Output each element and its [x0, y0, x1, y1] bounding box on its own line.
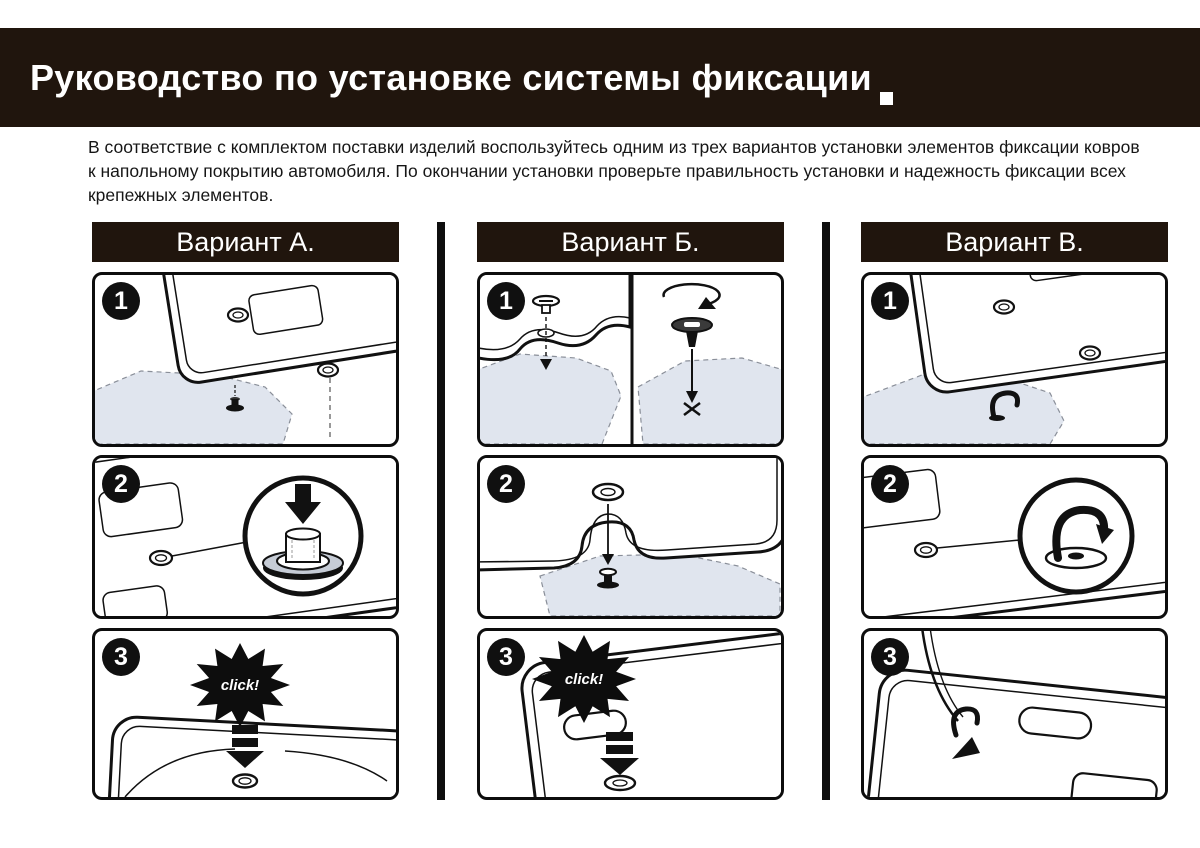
step-badge: 2: [871, 465, 909, 503]
variant-b-step3-panel: 3 click!: [477, 628, 784, 800]
illustration-c2: [864, 458, 1165, 616]
illustration-b3: [520, 631, 781, 797]
illustration-c3: [864, 631, 1165, 797]
floor-mat: [156, 275, 396, 384]
title-period-mark: [879, 92, 893, 105]
floor-mat: [520, 631, 781, 797]
leader-line: [171, 541, 248, 557]
leader-line: [936, 539, 1021, 549]
screw-fastener: [671, 317, 713, 347]
mat-rib-line: [284, 750, 388, 782]
press-down-arrows: [600, 732, 639, 775]
column-divider: [437, 222, 445, 800]
fastener-cross-section: [262, 527, 344, 580]
illustration-b1: [480, 275, 781, 444]
variant-b-step2-panel: 2: [477, 455, 784, 619]
fastener-pin: [531, 294, 561, 314]
title-bar: Руководство по установке системы фиксаци…: [0, 28, 1200, 127]
variant-a-header: Вариант А.: [92, 222, 399, 262]
variant-a-step1-panel: 1: [92, 272, 399, 447]
illustration-b2: [480, 458, 781, 616]
variant-a-step3-panel: 3 click!: [92, 628, 399, 800]
page-title: Руководство по установке системы фиксаци…: [30, 56, 872, 98]
click-label: click!: [220, 676, 260, 694]
hook-arrowhead: [952, 737, 980, 759]
down-arrowhead: [540, 359, 552, 370]
illustration-c1: [864, 275, 1165, 444]
down-arrowhead: [686, 391, 698, 403]
variant-c-step3-panel: 3: [861, 628, 1168, 800]
column-divider: [822, 222, 830, 800]
click-label: click!: [564, 670, 604, 688]
step-badge: 2: [102, 465, 140, 503]
floor-mat: [480, 458, 781, 572]
carpet-area: [539, 553, 781, 616]
magnifier-circle: [1017, 477, 1135, 595]
cross-mark: [683, 402, 701, 416]
hook-arrowhead: [1096, 524, 1114, 544]
step-badge: 3: [871, 638, 909, 676]
variant-c-header: Вариант В.: [861, 222, 1168, 262]
variant-b-header: Вариант Б.: [477, 222, 784, 262]
step-badge: 3: [487, 638, 525, 676]
floor-fastener-pin: [597, 567, 619, 589]
press-down-arrow: [285, 484, 321, 524]
step-badge: 3: [102, 638, 140, 676]
variant-c-step2-panel: 2: [861, 455, 1168, 619]
intro-text: В соответствие с комплектом поставки изд…: [88, 137, 1140, 206]
carpet-area: [95, 370, 293, 444]
floor-fastener-pin: [226, 385, 244, 412]
step-badge: 2: [487, 465, 525, 503]
step-badge: 1: [102, 282, 140, 320]
variant-c-step1-panel: 1: [861, 272, 1168, 447]
press-down-arrows: [226, 725, 264, 768]
variant-b-column: Вариант Б. 1: [477, 222, 784, 800]
variant-a-column: Вариант А. 1: [92, 222, 399, 800]
variant-a-step2-panel: 2: [92, 455, 399, 619]
mat-rib-line: [124, 748, 236, 797]
step-badge: 1: [487, 282, 525, 320]
floor-hook: [989, 390, 1020, 421]
hook-cable: [921, 631, 959, 722]
carpet-area: [637, 357, 781, 444]
step-badge: 1: [871, 282, 909, 320]
down-arrowhead: [602, 554, 614, 565]
rotation-arrow: [662, 282, 721, 309]
mat-grommets: [992, 299, 1102, 361]
illustration-a1: [95, 275, 396, 444]
mat-grommets: [226, 307, 340, 378]
variant-b-step1-panel: 1: [477, 272, 784, 447]
variant-c-column: Вариант В. 1: [861, 222, 1168, 800]
illustration-a2: [95, 458, 396, 616]
hook-detail: [1044, 505, 1114, 570]
floor-mat: [104, 715, 396, 797]
carpet-area: [480, 353, 622, 444]
floor-mat: [902, 275, 1165, 394]
floor-mat: [864, 668, 1165, 797]
illustration-a3: [104, 715, 396, 797]
floor-hook: [951, 706, 980, 738]
